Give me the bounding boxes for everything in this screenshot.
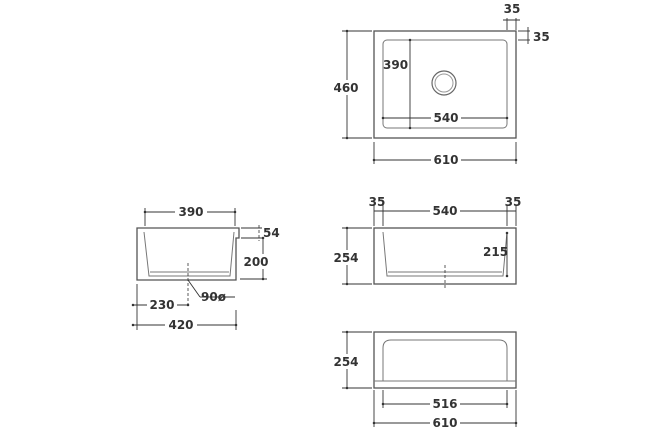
bowl-depth-label: 390 [383,58,408,72]
front-rim-left-label: 35 [369,195,386,209]
top-view: 460 390 540 610 35 35 [332,2,550,167]
drain-inner [434,73,454,93]
waste-position-label: 230 [149,298,174,312]
front-height-label: 254 [333,251,358,265]
bowl-outline [382,39,508,129]
back-height-label: 254 [333,355,358,369]
waste-diameter-label: 90ø [201,290,226,304]
sink-back-outline [373,331,517,389]
side-depth-label: 420 [168,318,193,332]
front-view: 35 540 35 254 215 [332,195,521,288]
sink-front-outline [373,227,517,285]
front-bowl-height-label: 215 [483,245,508,259]
depth-label: 460 [333,81,358,95]
rim-back-label: 35 [533,30,550,44]
overflow-step-label: 54 [263,226,280,240]
back-view: 254 516 610 [332,330,518,430]
side-view: 90ø 390 54 200 230 420 [131,204,280,332]
apron-width-label: 516 [432,397,457,411]
back-width-label: 610 [432,416,457,430]
side-bowl-height-label: 200 [243,255,268,269]
front-rim-right-label: 35 [505,195,522,209]
width-label: 610 [433,153,458,167]
sink-side-outline [136,227,240,281]
bowl-width-label: 540 [433,111,458,125]
front-bowl-width-label: 540 [432,204,457,218]
rim-side-label: 35 [504,2,521,16]
side-bowl-width-label: 390 [178,205,203,219]
drain-icon [431,70,457,96]
